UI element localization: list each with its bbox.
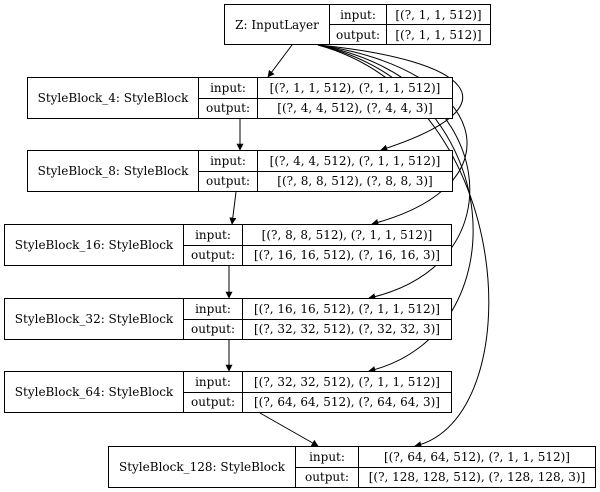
input-label: input: xyxy=(199,78,257,99)
input-shape: [(?, 64, 64, 512), (?, 1, 1, 512)] xyxy=(359,447,595,468)
node-name: Z: InputLayer xyxy=(225,5,330,44)
node-name: StyleBlock_16: StyleBlock xyxy=(5,225,184,265)
edge-z-to-sb64 xyxy=(317,44,474,373)
node-styleblock-32: StyleBlock_32: StyleBlock input: output:… xyxy=(4,298,452,340)
output-label: output: xyxy=(190,248,236,263)
output-shape: [(?, 1, 1, 512)] xyxy=(395,27,482,42)
input-label: input: xyxy=(184,299,242,320)
node-name: StyleBlock_4: StyleBlock xyxy=(28,78,199,118)
input-shape: [(?, 32, 32, 512), (?, 1, 1, 512)] xyxy=(243,372,451,393)
input-shape: [(?, 1, 1, 512)] xyxy=(387,5,490,25)
input-label: input: xyxy=(199,151,257,172)
input-label: input: xyxy=(184,372,242,393)
input-shape: [(?, 1, 1, 512), (?, 1, 1, 512)] xyxy=(258,78,452,99)
edge-z-to-sb4 xyxy=(267,44,293,78)
output-shape: [(?, 8, 8, 512), (?, 8, 8, 3)] xyxy=(277,174,433,189)
node-styleblock-8: StyleBlock_8: StyleBlock input: output: … xyxy=(27,150,453,192)
edge-sb64-to-sb128 xyxy=(259,412,319,447)
output-shape: [(?, 128, 128, 512), (?, 128, 128, 3)] xyxy=(368,470,586,485)
output-shape: [(?, 16, 16, 512), (?, 16, 16, 3)] xyxy=(254,248,440,263)
output-shape: [(?, 32, 32, 512), (?, 32, 32, 3)] xyxy=(254,322,440,337)
node-name: StyleBlock_8: StyleBlock xyxy=(28,151,199,191)
input-shape: [(?, 4, 4, 512), (?, 1, 1, 512)] xyxy=(258,151,452,172)
output-label: output: xyxy=(205,101,251,116)
edge-sb8-to-sb16 xyxy=(229,191,237,225)
node-styleblock-4: StyleBlock_4: StyleBlock input: output: … xyxy=(27,77,453,119)
output-shape: [(?, 64, 64, 512), (?, 64, 64, 3)] xyxy=(254,395,440,410)
output-label: output: xyxy=(190,395,236,410)
output-label: output: xyxy=(304,470,350,485)
output-label: output: xyxy=(205,174,251,189)
input-shape: [(?, 8, 8, 512), (?, 1, 1, 512)] xyxy=(243,225,451,246)
edge-z-to-sb8 xyxy=(317,44,464,152)
node-styleblock-16: StyleBlock_16: StyleBlock input: output:… xyxy=(4,224,452,266)
node-styleblock-64: StyleBlock_64: StyleBlock input: output:… xyxy=(4,371,452,413)
input-label: input: xyxy=(184,225,242,246)
output-label: output: xyxy=(335,27,381,42)
node-name: StyleBlock_32: StyleBlock xyxy=(5,299,184,339)
output-label: output: xyxy=(190,322,236,337)
input-label: input: xyxy=(330,5,386,25)
input-label: input: xyxy=(296,447,358,468)
node-z: Z: InputLayer input: output: [(?, 1, 1, … xyxy=(224,4,491,45)
node-styleblock-128: StyleBlock_128: StyleBlock input: output… xyxy=(108,446,596,488)
edge-z-to-sb32 xyxy=(317,44,471,301)
output-shape: [(?, 4, 4, 512), (?, 4, 4, 3)] xyxy=(277,101,433,116)
edge-z-to-sb16 xyxy=(317,44,468,226)
node-name: StyleBlock_128: StyleBlock xyxy=(109,447,296,487)
input-shape: [(?, 16, 16, 512), (?, 1, 1, 512)] xyxy=(243,299,451,320)
node-name: StyleBlock_64: StyleBlock xyxy=(5,372,184,412)
